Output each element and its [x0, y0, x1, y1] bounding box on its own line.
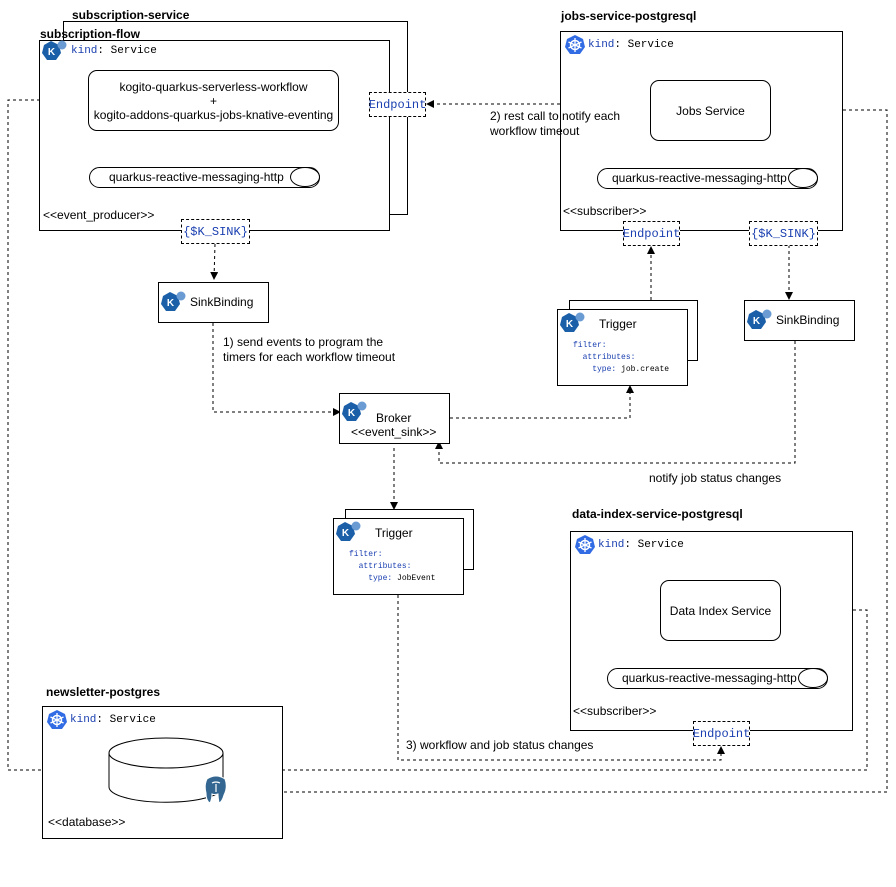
event-producer-stereotype: <<event_producer>>: [43, 208, 155, 222]
notify-status-annotation: notify job status changes: [649, 471, 782, 485]
knative-icon: K: [336, 521, 361, 541]
trigger-index-label: Trigger: [375, 526, 413, 540]
data-index-service-label: Data Index Service: [669, 603, 772, 618]
pipe-cap: [798, 668, 828, 688]
send-events-line-1: 1) send events to program the: [223, 335, 384, 349]
trigger-jobs-box: [557, 309, 688, 386]
database-stereotype: <<database>>: [48, 815, 126, 829]
arrow-broker-to-trigger-jobs: [450, 385, 634, 419]
jobs-endpoint-port: Endpoint: [623, 221, 680, 246]
send-events-annotation: 1) send events to program the timers for…: [223, 335, 395, 365]
arrow-sinkbinding-right-to-broker: [435, 341, 796, 464]
workflow-line-1: kogito-quarkus-serverless-workflow: [119, 79, 308, 94]
data-index-component: Data Index Service: [660, 580, 781, 641]
subscription-sink-port: {$K_SINK}: [181, 219, 250, 244]
data-index-endpoint-port: Endpoint: [693, 721, 750, 746]
jobs-subscriber-stereotype: <<subscriber>>: [563, 204, 647, 218]
newsletter-postgres-kind: kind: Service: [70, 714, 156, 726]
messaging-pipe-jobs: quarkus-reactive-messaging-http: [597, 168, 818, 189]
jobs-service-component: Jobs Service: [650, 80, 771, 141]
data-index-subscriber-stereotype: <<subscriber>>: [573, 704, 657, 718]
sinkbinding-left-label: SinkBinding: [190, 295, 254, 309]
workflow-component: kogito-quarkus-serverless-workflow + kog…: [88, 70, 339, 131]
subscription-flow-box: [39, 40, 390, 231]
svg-text:K: K: [348, 408, 356, 419]
data-index-kind: kind: Service: [598, 539, 684, 551]
kubernetes-icon: [575, 535, 595, 554]
broker-stereotype: <<event_sink>>: [351, 425, 437, 439]
svg-text:K: K: [48, 47, 56, 58]
kubernetes-icon: [565, 35, 585, 54]
database-cylinder: [108, 737, 224, 803]
knative-icon: K: [747, 309, 772, 329]
newsletter-postgres-title: newsletter-postgres: [46, 685, 161, 699]
svg-text:K: K: [566, 319, 574, 330]
knative-icon: K: [42, 40, 67, 60]
jobs-service-title: jobs-service-postgresql: [561, 9, 697, 23]
subscription-flow-title: subscription-flow: [40, 27, 140, 41]
kubernetes-icon: [47, 710, 67, 729]
pipe-cap: [788, 168, 818, 188]
messaging-pipe-data-index: quarkus-reactive-messaging-http: [607, 668, 828, 689]
arrow-trigger-to-data-index-endpoint: [397, 595, 725, 761]
subscription-endpoint-port: Endpoint: [369, 92, 426, 117]
messaging-label: quarkus-reactive-messaging-http: [622, 671, 797, 685]
svg-text:K: K: [342, 528, 350, 539]
jobs-service-kind: kind: Service: [588, 39, 674, 51]
trigger-index-filter: filter: attributes: type: JobEvent: [349, 550, 436, 583]
workflow-status-annotation: 3) workflow and job status changes: [406, 738, 594, 752]
jobs-service-label: Jobs Service: [676, 103, 745, 118]
subscription-flow-kind: kind: Service: [71, 45, 157, 57]
trigger-index-box: [333, 518, 464, 595]
send-events-line-2: timers for each workflow timeout: [223, 350, 396, 364]
postgresql-elephant-icon: [204, 775, 227, 804]
knative-icon: K: [161, 291, 186, 311]
arrow-jobs-service-to-database: [227, 109, 888, 796]
knative-icon: K: [560, 312, 585, 332]
messaging-label: quarkus-reactive-messaging-http: [109, 170, 284, 184]
messaging-pipe-subscription: quarkus-reactive-messaging-http: [89, 167, 320, 188]
workflow-line-3: kogito-addons-quarkus-jobs-knative-event…: [93, 107, 334, 122]
knative-icon: K: [342, 401, 367, 421]
data-index-title: data-index-service-postgresql: [572, 507, 743, 521]
subscription-service-title: subscription-service: [72, 8, 190, 22]
sinkbinding-right-label: SinkBinding: [776, 313, 840, 327]
rest-call-annotation: 2) rest call to notify each workflow tim…: [490, 109, 620, 139]
pipe-cap: [290, 167, 320, 187]
arrow-sink-to-sinkbinding: [210, 243, 219, 280]
workflow-line-2: +: [209, 93, 217, 108]
rest-call-line-2: workflow timeout: [490, 124, 580, 138]
jobs-sink-port: {$K_SINK}: [749, 221, 818, 246]
svg-text:K: K: [167, 298, 175, 309]
svg-text:K: K: [753, 316, 761, 327]
trigger-jobs-label: Trigger: [599, 317, 637, 331]
broker-label: Broker: [376, 411, 412, 425]
rest-call-line-1: 2) rest call to notify each: [490, 109, 621, 123]
messaging-label: quarkus-reactive-messaging-http: [612, 171, 787, 185]
trigger-jobs-filter: filter: attributes: type: job.create: [573, 341, 670, 374]
